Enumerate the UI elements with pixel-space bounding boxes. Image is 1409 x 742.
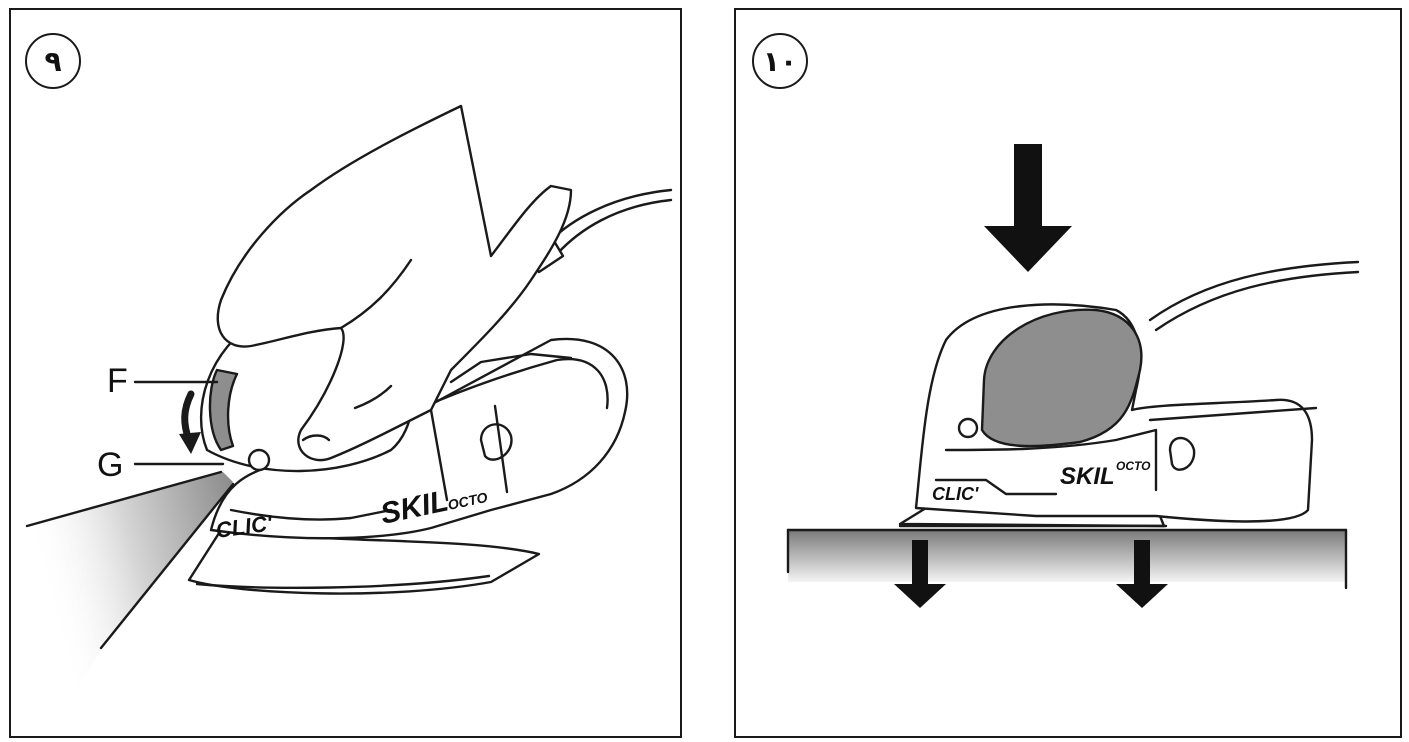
finger-contour [339, 258, 413, 330]
lamp-icon [957, 417, 979, 439]
clic-label: CLIC' [932, 484, 979, 504]
grip-panel [980, 308, 1143, 448]
body-contour [449, 352, 573, 384]
body-contour [493, 404, 509, 494]
light-beam-edge [25, 470, 223, 528]
sander-hand-illustration: SKIL OCTO CLIC' [25, 104, 673, 700]
arrow-down-icon [984, 144, 1072, 272]
body-contour [1148, 406, 1318, 422]
model-logo: OCTO [1116, 459, 1151, 473]
body-contour [944, 428, 1158, 492]
arrow-down-icon [894, 540, 946, 608]
thumbnail [301, 434, 331, 442]
body-contour [934, 478, 1058, 496]
body-contour [229, 508, 393, 521]
power-cord [555, 198, 673, 256]
figure-panel-9: SKIL OCTO CLIC' ٩ F G [9, 8, 682, 738]
callout-label-f: F [107, 362, 128, 400]
light-beam [29, 472, 233, 700]
switch-f [208, 368, 239, 452]
body-contour [429, 408, 449, 502]
brand-logo: SKIL [1060, 463, 1115, 490]
sander-pressure-illustration: SKIL OCTO CLIC' [786, 144, 1360, 608]
body-contour [419, 357, 609, 410]
side-button [479, 423, 513, 461]
sanding-plate [187, 528, 541, 595]
power-cord [1154, 270, 1360, 332]
figure-number-badge: ١٠ [752, 33, 808, 89]
light-beam-edge [99, 482, 235, 650]
work-surface [788, 530, 1346, 582]
side-button [1168, 436, 1196, 471]
plate-edge [195, 574, 491, 590]
power-cord [1148, 260, 1360, 322]
lamp-icon [247, 448, 271, 472]
arrow-icon [179, 432, 201, 454]
arrow-down-icon [1116, 540, 1168, 608]
figure-number-badge: ٩ [25, 33, 81, 89]
callout-label-g: G [97, 446, 124, 484]
figure-panel-10: SKIL OCTO CLIC' ١٠ [734, 8, 1402, 738]
finger-contour [353, 384, 393, 410]
